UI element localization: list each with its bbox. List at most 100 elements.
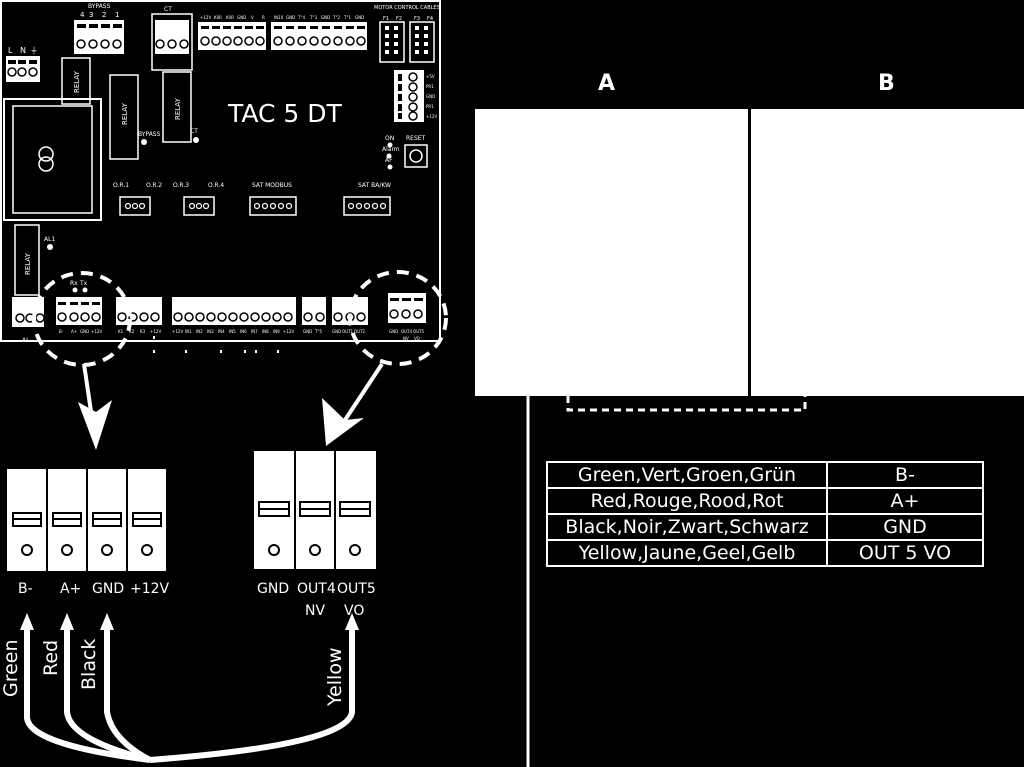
bottom-terminal-row: AL B- A+ GND +12V K1 K2 K3 +12V +12V IN1…: [12, 293, 426, 344]
al-label: AL: [22, 337, 30, 344]
top-term-9: T°3: [309, 15, 317, 20]
br-term-1: OUT4: [401, 329, 413, 334]
or2-label: O.R.2: [146, 182, 162, 189]
top-term-7: GND: [286, 15, 295, 20]
top-term-4: V: [251, 15, 254, 20]
zl-term-b-minus: B-: [18, 581, 33, 597]
label-n: N: [20, 46, 26, 55]
rx-label: Rx: [70, 280, 78, 287]
zoom-arrow-left-head: [78, 400, 112, 450]
wire-color-legend: Green,Vert,Groen,Grün B- Red,Rouge,Rood,…: [546, 461, 984, 567]
legend-terminal: A+: [826, 487, 984, 515]
legend-row: Yellow,Jaune,Geel,Gelb OUT 5 VO: [546, 539, 984, 567]
wire-yellow: [149, 625, 355, 763]
wire-label-yellow: Yellow: [324, 648, 346, 708]
f2-label: F2: [396, 16, 402, 22]
legend-row: Red,Rouge,Rood,Rot A+: [546, 487, 984, 515]
top-term-13: GND: [355, 15, 364, 20]
bypass-label: BYPASS: [88, 3, 111, 10]
bypass-num-3: 3: [89, 11, 93, 19]
zl-term-gnd: GND: [92, 581, 124, 597]
bi-term-0: +12V: [172, 329, 183, 334]
bi-term-10: +12V: [283, 329, 294, 334]
bypass-num-2: 2: [102, 11, 106, 19]
device-panels: A B: [475, 71, 1024, 412]
top-term-0: +12V: [200, 15, 211, 20]
bo-term-2: OUT2: [354, 329, 366, 334]
top-term-3: GND: [237, 15, 246, 20]
bt-term-1: T°5: [314, 329, 322, 334]
zoom-arrows: [78, 362, 384, 450]
panel-b: [751, 109, 1024, 396]
on-label: ON: [385, 135, 394, 142]
wire-red: [64, 625, 151, 763]
f1-label: F1: [383, 16, 389, 22]
alarm-label: Alarm: [382, 146, 400, 153]
reset-button[interactable]: [404, 144, 428, 168]
br-sub-0: NV: [403, 336, 409, 341]
bm-term-2: K3: [140, 329, 146, 334]
panel-a-label: A: [598, 71, 615, 96]
zoomed-terminal-left: B- A+ GND +12V: [7, 469, 170, 597]
legend-terminal: B-: [826, 461, 984, 489]
zr-term-out4: OUT4: [297, 581, 336, 597]
right-term-0: +5V: [426, 74, 435, 79]
board-title: TAC 5 DT: [227, 99, 342, 128]
right-term-2: GND: [426, 94, 435, 99]
bi-term-3: IN3: [207, 329, 214, 334]
zoom-circle-left: [32, 271, 132, 367]
top-terminal-row: +12V K0R K0R GND V R IN10 GND T°4 T°3 GN…: [198, 15, 367, 50]
zr-term-gnd: GND: [257, 581, 289, 597]
zr-sub-vo: VO: [344, 603, 364, 619]
bypass-terminal: BYPASS 4 3 2 1: [74, 3, 124, 54]
f4-label: F4: [427, 16, 433, 22]
bm-term-3: +12V: [150, 329, 161, 334]
output-relay-connectors: O.R.1 O.R.2 O.R.3 O.R.4 SAT MODBUS SAT B…: [113, 182, 391, 216]
bypass-num-1: 1: [115, 11, 119, 19]
zr-sub-nv: NV: [305, 603, 325, 619]
right-term-3: PR1: [426, 104, 434, 109]
al1-label: AL1: [44, 236, 55, 243]
wire-arrowheads: [20, 613, 359, 630]
top-term-11: T°2: [332, 15, 340, 20]
panel-b-label: B: [878, 71, 895, 96]
bypass-small-label: BYPASS: [138, 131, 161, 138]
or4-label: O.R.4: [208, 182, 224, 189]
transformer: [3, 98, 102, 221]
legend-colors: Green,Vert,Groen,Grün: [546, 461, 828, 489]
legend-row: Green,Vert,Groen,Grün B-: [546, 461, 984, 489]
zl-term-a-plus: A+: [60, 581, 81, 597]
bi-term-7: IN7: [251, 329, 258, 334]
bi-term-9: IN9: [273, 329, 280, 334]
top-term-5: R: [262, 15, 265, 20]
wires: [24, 625, 355, 763]
or1-label: O.R.1: [113, 182, 129, 189]
bl-term-2: GND: [80, 329, 89, 334]
bi-term-6: IN6: [240, 329, 247, 334]
bl-term-1: A+: [71, 329, 77, 334]
bi-term-2: IN2: [196, 329, 203, 334]
panel-a: [475, 109, 748, 396]
sat-bakw-label: SAT BA/KW: [358, 182, 391, 189]
legend-terminal: OUT 5 VO: [826, 539, 984, 567]
relays: RELAY RELAY RELAY RELAY: [14, 57, 192, 296]
ct-small-label: CT: [190, 128, 198, 135]
br-sub-1: VO: [414, 336, 420, 341]
right-term-4: +12V: [426, 114, 437, 119]
relay-label-2: RELAY: [121, 102, 129, 125]
zr-term-out5: OUT5: [337, 581, 376, 597]
legend-colors: Red,Rouge,Rood,Rot: [546, 487, 828, 515]
br-term-0: GND: [389, 329, 398, 334]
wire-label-black: Black: [78, 639, 100, 690]
bi-term-5: IN5: [229, 329, 236, 334]
zl-term-12v: +12V: [130, 581, 170, 597]
top-term-2: K0R: [226, 15, 234, 20]
bo-term-1: OUT1: [342, 329, 354, 334]
motor-cables-label: MOTOR CONTROL CABLES: [374, 5, 440, 11]
br-term-2: OUT5: [413, 329, 425, 334]
zoom-circle-right: [348, 270, 448, 366]
legend-colors: Black,Noir,Zwart,Schwarz: [546, 513, 828, 541]
top-term-1: K0R: [214, 15, 222, 20]
zoom-arrow-right-head: [322, 398, 364, 446]
zoomed-terminal-right: GND OUT4 OUT5 NV VO: [254, 451, 376, 619]
